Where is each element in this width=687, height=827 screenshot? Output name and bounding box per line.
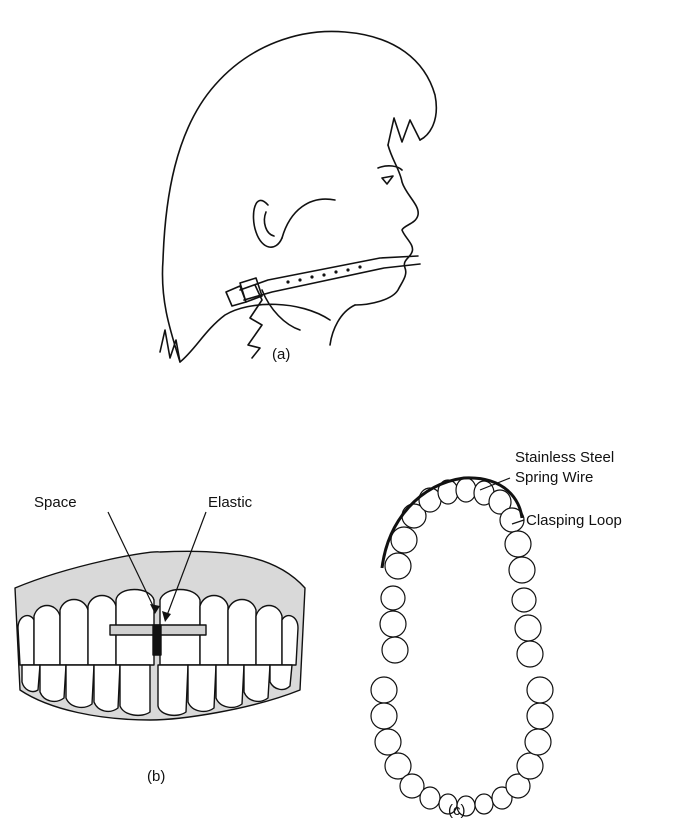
label-wire-line2: Spring Wire [515, 469, 593, 487]
front-teeth-drawing [15, 551, 305, 720]
caption-c: (c) [448, 802, 466, 820]
head-profile-drawing [160, 31, 436, 362]
label-elastic: Elastic [208, 494, 252, 512]
label-space: Space [34, 494, 77, 512]
lower-arch-drawing [371, 677, 553, 816]
label-wire-line1: Stainless Steel [515, 449, 614, 467]
label-clasping-loop: Clasping Loop [526, 512, 622, 530]
caption-a: (a) [272, 346, 290, 364]
caption-b: (b) [147, 768, 165, 786]
